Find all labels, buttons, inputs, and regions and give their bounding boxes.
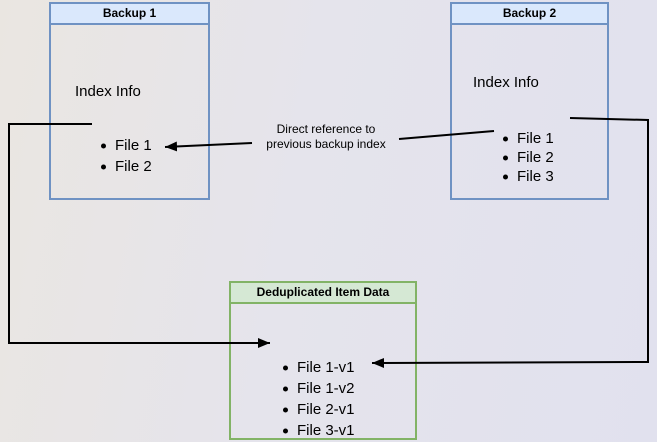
direct-reference-label-line2: previous backup index — [266, 137, 386, 151]
dedup-store-title: Deduplicated Item Data — [231, 283, 415, 304]
file-list-item: File 3 — [503, 167, 554, 186]
backup2-title: Backup 2 — [452, 4, 607, 25]
backup2-index-info-label: Index Info — [473, 74, 539, 91]
direct-reference-label-line1: Direct reference to — [276, 122, 376, 136]
file-list-item: File 3-v1 — [283, 420, 355, 441]
backup1-index-info-label: Index Info — [75, 83, 141, 100]
file-list-item: File 2-v1 — [283, 399, 355, 420]
backup1-title: Backup 1 — [51, 4, 208, 25]
file-list-item: File 1-v2 — [283, 378, 355, 399]
file-list-item: File 2 — [101, 156, 152, 177]
file-list-item: File 1-v1 — [283, 357, 355, 378]
file-list-item: File 1 — [503, 129, 554, 148]
direct-reference-label: Direct reference to previous backup inde… — [236, 122, 416, 152]
file-list-item: File 2 — [503, 148, 554, 167]
file-list-item: File 1 — [101, 135, 152, 156]
